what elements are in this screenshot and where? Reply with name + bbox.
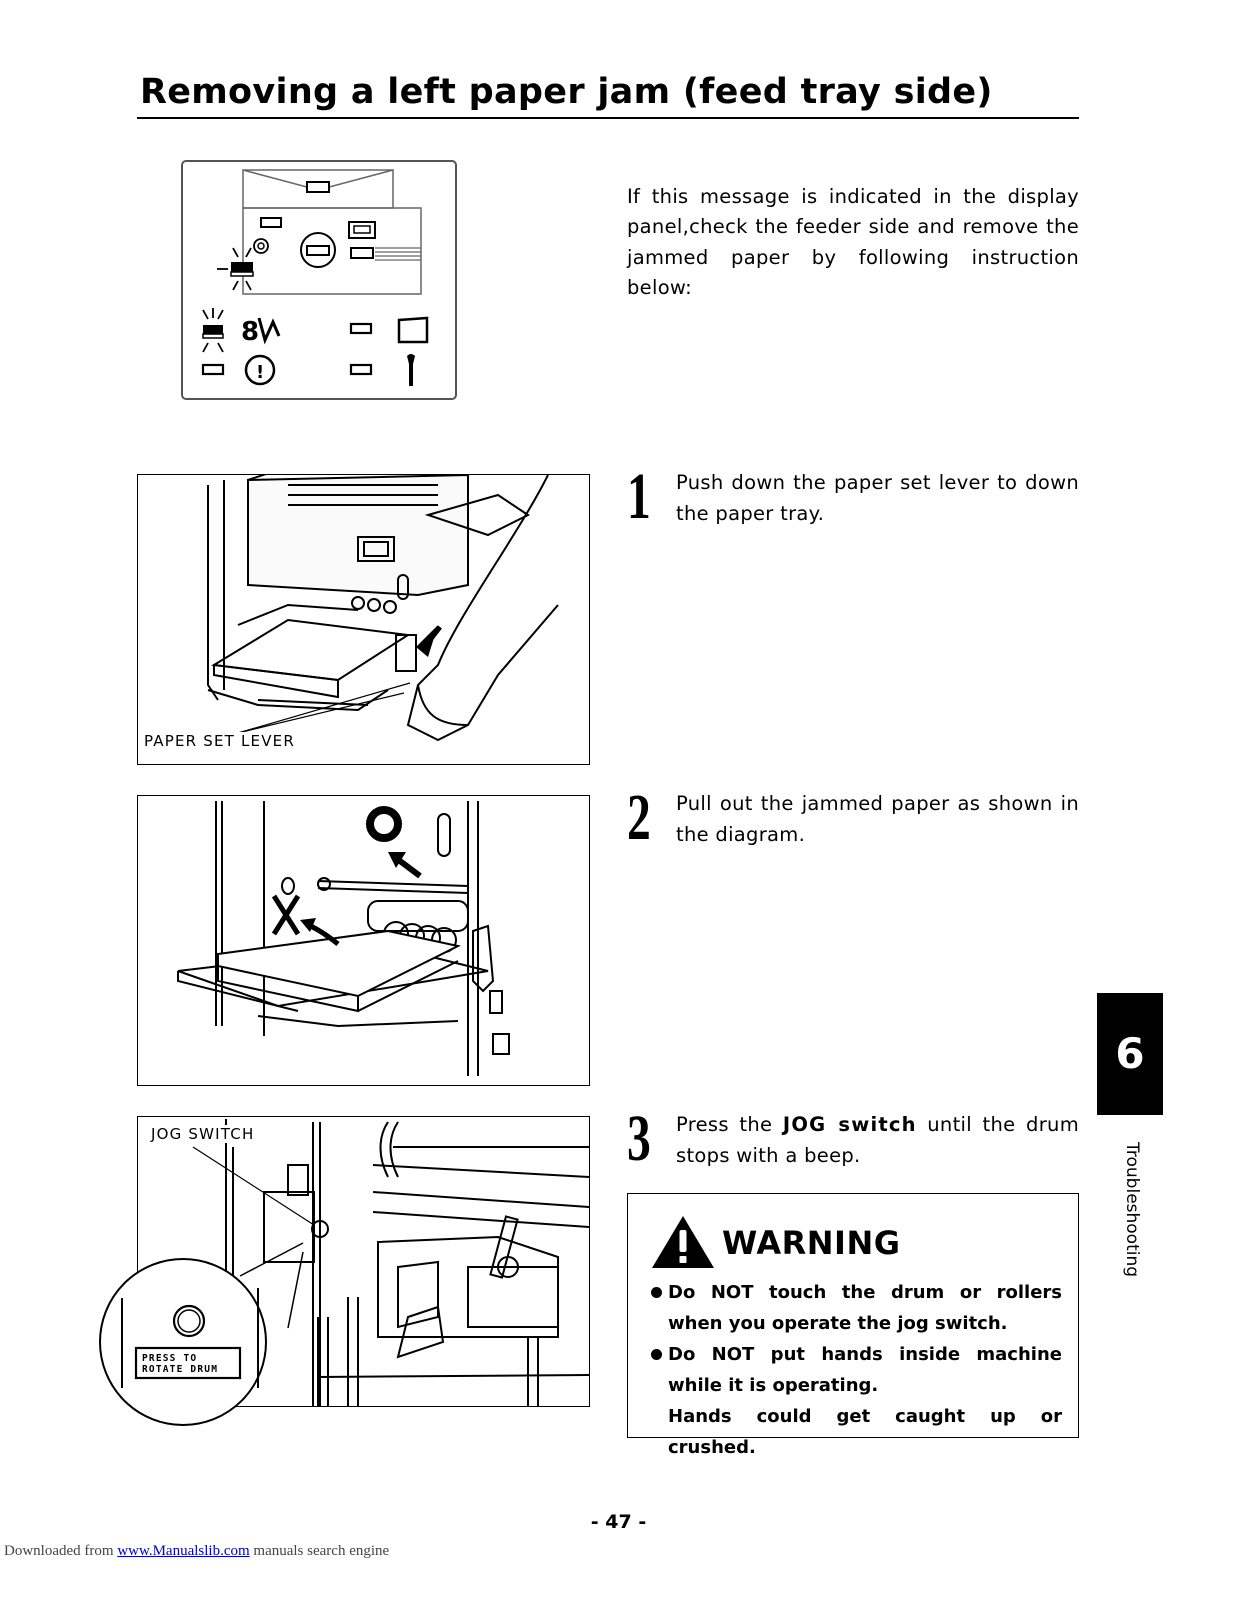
jog-plate-line-2: ROTATE DRUM bbox=[142, 1364, 219, 1375]
step-3-text-after: until the drum stops with a beep. bbox=[676, 1113, 1079, 1167]
step-2-text: Pull out the jammed paper as shown in th… bbox=[676, 792, 1079, 846]
warning-note: Hands could get caught up or crushed. bbox=[668, 1406, 1062, 1458]
footer-prefix: Downloaded from bbox=[4, 1543, 118, 1559]
download-footer: Downloaded from www.Manualslib.com manua… bbox=[4, 1543, 389, 1560]
figure-3-illustration bbox=[192, 1119, 589, 1406]
jog-plate-line-1: PRESS TO bbox=[142, 1353, 198, 1364]
display-panel-illustration: 8 ! bbox=[181, 160, 457, 400]
warning-triangle-icon bbox=[652, 1216, 714, 1268]
manualslib-link[interactable]: www.Manualslib.com bbox=[117, 1543, 250, 1559]
step-3-text-before: Press the bbox=[676, 1113, 783, 1136]
chapter-label-text: Troubleshooting bbox=[1122, 1142, 1142, 1278]
chapter-side-label: Troubleshooting bbox=[1120, 1142, 1144, 1282]
intro-paragraph: If this message is indicated in the disp… bbox=[627, 184, 1079, 300]
display-panel-svg: 8 ! bbox=[181, 160, 457, 400]
warning-item-text: Do NOT touch the drum or rollers when yo… bbox=[668, 1282, 1062, 1334]
figure-paper-set-lever: PAPER SET LEVER bbox=[137, 474, 590, 765]
step-3-jog-switch-term: JOG switch bbox=[782, 1113, 917, 1136]
figure-jog-switch: JOG SWITCH bbox=[137, 1116, 590, 1407]
warning-item-text: Do NOT put hands inside machine while it… bbox=[668, 1344, 1062, 1396]
jog-switch-label: JOG SWITCH bbox=[149, 1125, 257, 1143]
chapter-tab: 6 bbox=[1097, 993, 1163, 1115]
title-rule bbox=[137, 117, 1079, 119]
figure-pull-out-paper bbox=[137, 795, 590, 1086]
step-3-text: Press the JOG switch until the drum stop… bbox=[676, 1110, 1079, 1171]
svg-text:8: 8 bbox=[241, 317, 259, 347]
page-number: - 47 - bbox=[590, 1511, 647, 1533]
bullet-icon bbox=[651, 1287, 662, 1298]
warning-item: Do NOT put hands inside machine while it… bbox=[650, 1339, 1062, 1401]
warning-box: WARNING Do NOT touch the drum or rollers… bbox=[627, 1193, 1079, 1458]
step-1-number: 1 bbox=[627, 460, 651, 533]
svg-text:!: ! bbox=[256, 362, 264, 383]
warning-title: WARNING bbox=[722, 1224, 901, 1262]
step-2-number: 2 bbox=[627, 781, 651, 854]
jog-switch-plate: PRESS TO ROTATE DRUM bbox=[142, 1353, 238, 1375]
warning-list: Do NOT touch the drum or rollers when yo… bbox=[650, 1277, 1062, 1463]
figure-1-illustration bbox=[207, 475, 559, 742]
paper-set-lever-label: PAPER SET LEVER bbox=[142, 732, 297, 750]
jog-switch-magnifier bbox=[99, 1242, 304, 1426]
figure-2-illustration bbox=[177, 801, 510, 1076]
warning-item: Do NOT touch the drum or rollers when yo… bbox=[650, 1277, 1062, 1339]
bullet-icon bbox=[651, 1349, 662, 1360]
step-1-text: Push down the paper set lever to down th… bbox=[676, 471, 1079, 525]
footer-suffix: manuals search engine bbox=[249, 1543, 390, 1559]
step-3-number: 3 bbox=[627, 1102, 651, 1175]
page-title: Removing a left paper jam (feed tray sid… bbox=[140, 72, 993, 112]
